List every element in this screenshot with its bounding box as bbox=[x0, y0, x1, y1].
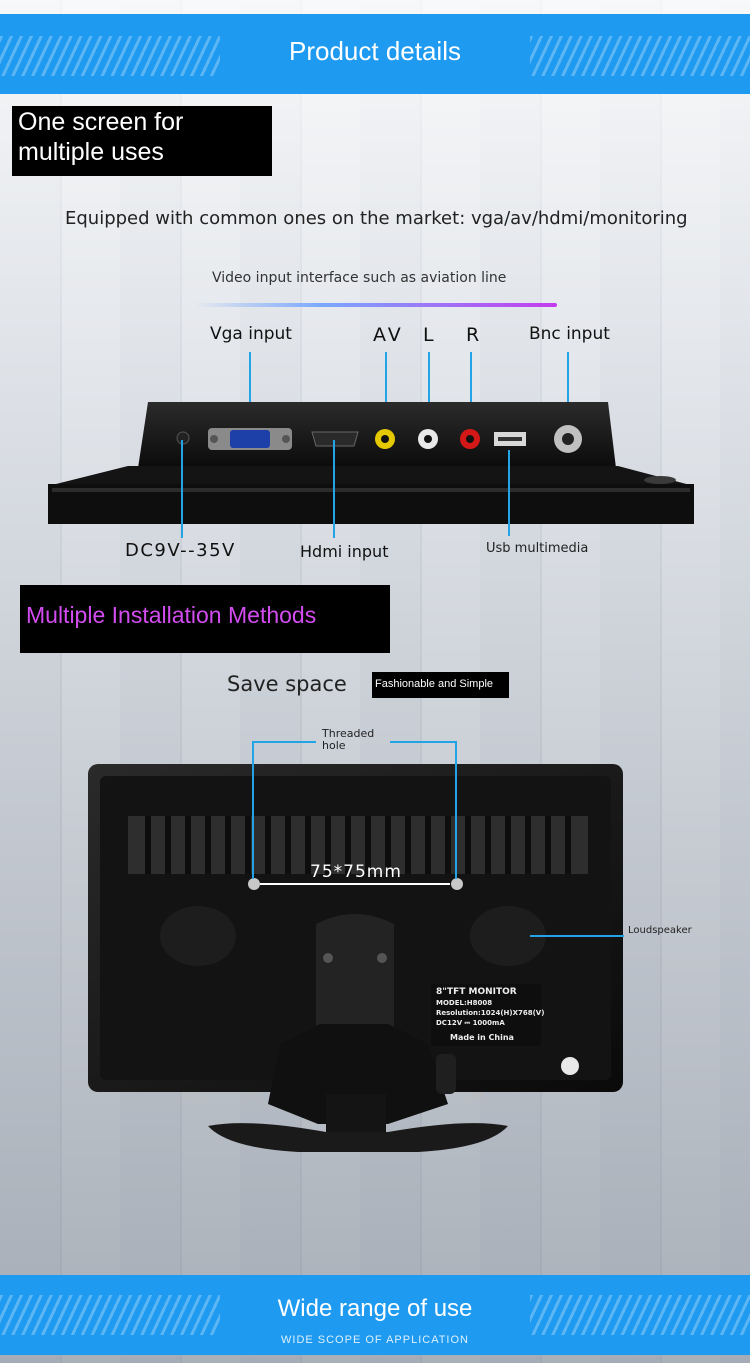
section1-subcaption: Video input interface such as aviation l… bbox=[212, 270, 507, 286]
banner-stripes-left bbox=[0, 36, 220, 76]
section2-heading: Multiple Installation Methods bbox=[26, 602, 317, 628]
bnc-input-label: Bnc input bbox=[529, 324, 610, 344]
dc-voltage-label: DC9V--35V bbox=[125, 540, 236, 561]
usb-multimedia-label: Usb multimedia bbox=[486, 541, 589, 556]
header-banner: Product details bbox=[0, 14, 750, 94]
banner-stripes-right bbox=[530, 36, 750, 76]
loudspeaker-label: Loudspeaker bbox=[628, 925, 692, 936]
leader-av bbox=[385, 352, 387, 440]
footer-stripes-right bbox=[530, 1295, 750, 1335]
plate-line2: MODEL:H8008 bbox=[436, 999, 493, 1007]
plate-line4: DC12V ⎓ 1000mA bbox=[436, 1019, 505, 1027]
section1-description: Equipped with common ones on the market:… bbox=[65, 208, 688, 229]
section1-heading-line1: One screen for bbox=[18, 108, 184, 136]
section1-heading-box bbox=[12, 106, 272, 176]
save-space-text: Save space bbox=[227, 672, 347, 696]
threaded-hole-leader-h bbox=[252, 741, 316, 743]
leader-usb bbox=[508, 450, 510, 536]
plate-line1: 8"TFT MONITOR bbox=[436, 987, 517, 997]
threaded-hole-line2: hole bbox=[322, 739, 346, 752]
fashion-tag-box bbox=[372, 672, 509, 698]
threaded-hole-leader-right bbox=[455, 741, 457, 879]
monitor-port-panel bbox=[48, 396, 694, 528]
leader-hdmi bbox=[333, 440, 335, 538]
back-usb-label: USB bbox=[468, 1091, 485, 1100]
back-dc-in-label: DC IN bbox=[180, 1091, 203, 1100]
leader-bnc bbox=[567, 352, 569, 440]
section2-heading-box bbox=[20, 585, 390, 653]
fashion-tag-text: Fashionable and Simple bbox=[375, 678, 494, 690]
vga-input-label: Vga input bbox=[210, 324, 292, 344]
threaded-hole-line1: Threaded bbox=[322, 727, 375, 740]
l-label: L bbox=[423, 324, 434, 346]
leader-l bbox=[428, 352, 430, 440]
threaded-hole-leader-h2 bbox=[390, 741, 456, 743]
dimension-line bbox=[260, 883, 450, 885]
monitor-back-view bbox=[88, 764, 623, 1159]
footer-banner: Wide range of use WIDE SCOPE OF APPLICAT… bbox=[0, 1275, 750, 1355]
loudspeaker-leader bbox=[530, 935, 624, 937]
threaded-hole-leader-left bbox=[252, 741, 254, 879]
gradient-divider bbox=[195, 303, 557, 307]
leader-dc bbox=[181, 440, 183, 538]
plate-line5: Made in China bbox=[450, 1033, 514, 1042]
leader-r bbox=[470, 352, 472, 440]
back-vga-label: VGA bbox=[242, 1091, 260, 1100]
hdmi-input-label: Hdmi input bbox=[300, 542, 389, 561]
plate-line3: Resolution:1024(H)X768(V) bbox=[436, 1009, 545, 1017]
footer-stripes-left bbox=[0, 1295, 220, 1335]
av-label: AV bbox=[373, 324, 404, 346]
hole-distance-label: 75*75mm bbox=[310, 862, 402, 882]
section1-heading-line2: multiple uses bbox=[18, 138, 164, 166]
footer-subtitle: WIDE SCOPE OF APPLICATION bbox=[281, 1334, 469, 1346]
footer-title: Wide range of use bbox=[277, 1295, 473, 1322]
header-title: Product details bbox=[289, 36, 461, 66]
leader-vga bbox=[249, 352, 251, 440]
r-label: R bbox=[466, 324, 480, 346]
